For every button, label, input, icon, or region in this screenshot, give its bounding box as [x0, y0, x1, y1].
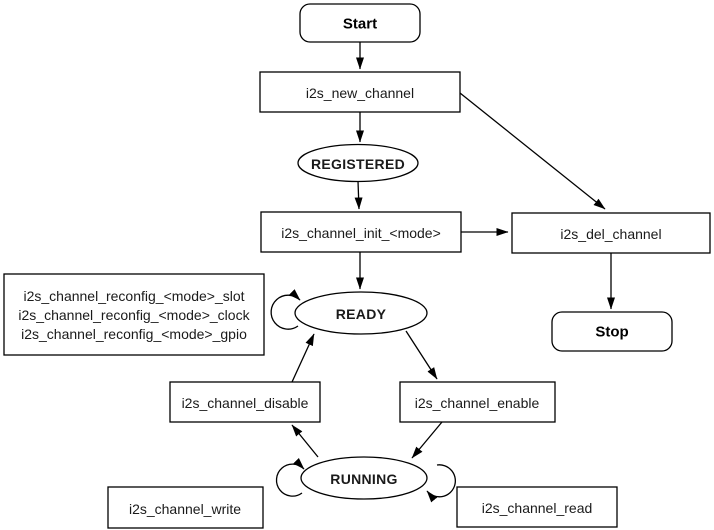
state-ready: READY [294, 291, 428, 335]
read-label: i2s_channel_read [482, 500, 593, 516]
edge-enable-to-running [411, 421, 443, 459]
node-i2s-new-channel: i2s_new_channel [259, 71, 461, 113]
write-box [107, 486, 264, 529]
node-i2s-channel-write: i2s_channel_write [107, 486, 264, 529]
new-channel-box [259, 71, 461, 113]
node-i2s-channel-enable: i2s_channel_enable [399, 381, 556, 423]
state-registered: REGISTERED [297, 143, 419, 183]
enable-box [399, 381, 556, 423]
stop-box [551, 311, 673, 352]
stop-label: Stop [595, 324, 628, 341]
state-running: RUNNING [300, 456, 428, 500]
registered-label: REGISTERED [311, 156, 405, 172]
node-i2s-del-channel: i2s_del_channel [511, 212, 711, 254]
node-i2s-channel-disable: i2s_channel_disable [169, 381, 321, 423]
reconfig-box [3, 273, 265, 356]
running-self-loop-left [275, 457, 305, 497]
edge-disable-to-ready [291, 333, 315, 383]
running-label: RUNNING [330, 471, 397, 487]
new-channel-label: i2s_new_channel [306, 85, 414, 101]
reconfig-gpio-label: i2s_channel_reconfig_<mode>_gpio [21, 326, 247, 342]
edge-running-to-disable [291, 424, 319, 458]
start-label: Start [343, 16, 377, 33]
running-self-loop-right [426, 464, 456, 503]
ready-self-loop [270, 289, 301, 330]
read-box [456, 486, 618, 528]
enable-label: i2s_channel_enable [415, 395, 540, 411]
node-i2s-channel-init: i2s_channel_init_<mode> [260, 211, 462, 253]
write-label: i2s_channel_write [129, 501, 241, 517]
ready-label: READY [336, 306, 387, 322]
running-ellipse [300, 456, 428, 500]
del-channel-label: i2s_del_channel [560, 226, 661, 242]
node-i2s-channel-read: i2s_channel_read [456, 486, 618, 528]
node-start: Start [299, 3, 421, 43]
node-stop: Stop [551, 311, 673, 352]
disable-label: i2s_channel_disable [182, 395, 309, 411]
ready-ellipse [294, 291, 428, 335]
init-box [260, 211, 462, 253]
edge-registered-to-init [354, 180, 363, 210]
start-box [299, 3, 421, 43]
edge-ready-to-enable [405, 330, 438, 380]
del-channel-box [511, 212, 711, 254]
reconfig-slot-label: i2s_channel_reconfig_<mode>_slot [23, 288, 244, 304]
disable-box [169, 381, 321, 423]
registered-ellipse [297, 143, 419, 183]
node-reconfig-functions: i2s_channel_reconfig_<mode>_slot i2s_cha… [3, 273, 265, 356]
init-label: i2s_channel_init_<mode> [281, 225, 441, 241]
edge-new-channel-to-del-channel [459, 92, 606, 210]
reconfig-clock-label: i2s_channel_reconfig_<mode>_clock [18, 307, 250, 323]
